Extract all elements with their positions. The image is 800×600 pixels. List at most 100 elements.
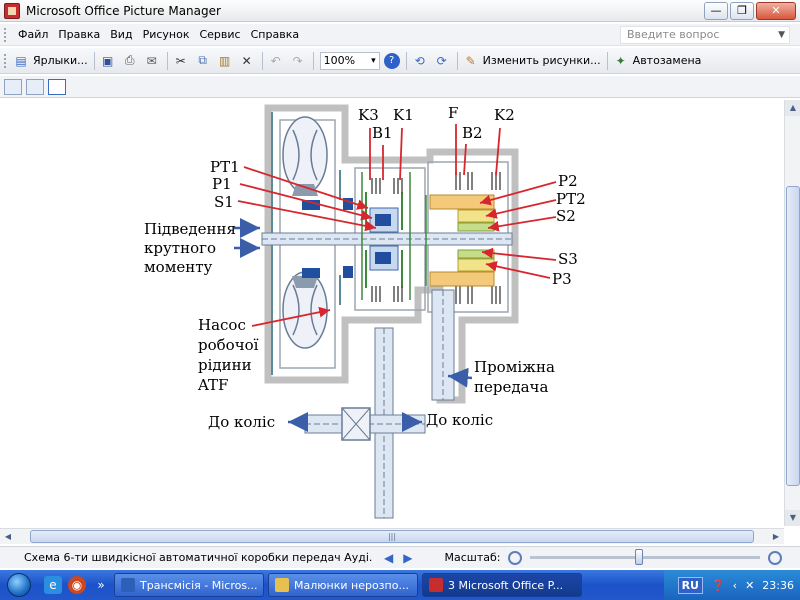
menu-picture[interactable]: Рисунок xyxy=(142,28,190,41)
label-b2: B2 xyxy=(462,124,483,142)
menu-tools[interactable]: Сервис xyxy=(199,28,241,41)
label-s3: S3 xyxy=(558,250,578,268)
toolbar-separator xyxy=(312,51,314,70)
edit-pictures-button[interactable]: Изменить рисунки... xyxy=(482,54,601,67)
close-button[interactable]: ✕ xyxy=(756,2,796,20)
edit-pictures-icon[interactable]: ✎ xyxy=(465,53,476,68)
task-button-picture-manager[interactable]: 3 Microsoft Office P... xyxy=(422,573,582,597)
label-intermediate-2: передача xyxy=(474,378,548,396)
save-icon[interactable]: ▣ xyxy=(101,53,114,68)
browser-icon[interactable]: ◉ xyxy=(68,576,86,594)
menu-edit[interactable]: Правка xyxy=(58,28,101,41)
language-indicator[interactable]: RU xyxy=(677,576,703,594)
thumbnail-view-icon[interactable] xyxy=(4,78,22,95)
filmstrip-view-icon[interactable] xyxy=(26,78,44,95)
horizontal-scroll-thumb[interactable]: ||| xyxy=(30,530,754,543)
picture-caption: Схема 6-ти швидкісної автоматичної короб… xyxy=(24,551,373,564)
label-pump-3: рідини xyxy=(198,356,252,374)
help-search-input[interactable]: Введите вопрос ▼ xyxy=(620,26,790,44)
help-icon[interactable]: ❓ xyxy=(710,578,725,592)
toolbar-separator xyxy=(261,51,263,70)
zoom-out-icon[interactable] xyxy=(508,550,523,565)
label-k3: K3 xyxy=(358,106,379,124)
picture-canvas: K3 B1 K1 F B2 K2 PT1 P1 S1 Підведення кр… xyxy=(0,100,784,526)
window-title: Microsoft Office Picture Manager xyxy=(26,3,221,18)
volume-icon[interactable]: ✕ xyxy=(745,578,755,592)
scroll-down-icon[interactable]: ▼ xyxy=(785,510,800,526)
label-b1: B1 xyxy=(372,124,393,142)
label-pump-1: Насос xyxy=(198,316,246,334)
scroll-left-icon[interactable]: ◀ xyxy=(4,532,12,541)
minimize-button[interactable]: — xyxy=(704,2,728,20)
toolbar-separator xyxy=(166,51,168,70)
word-document-icon xyxy=(121,578,135,592)
toolbar-grip[interactable] xyxy=(4,53,8,68)
maximize-button[interactable]: ❐ xyxy=(730,2,754,20)
task-button-folder[interactable]: Малюнки нерозпо... xyxy=(268,573,418,597)
housing-inner xyxy=(279,119,509,369)
toolbar-separator xyxy=(606,51,608,70)
clock[interactable]: 23:36 xyxy=(762,578,794,592)
menu-view[interactable]: Вид xyxy=(110,28,133,41)
horizontal-scrollbar[interactable]: ◀ ||| ▶ xyxy=(0,528,784,544)
label-wheels-right: До коліс xyxy=(426,411,493,429)
label-pt1: PT1 xyxy=(210,158,240,176)
input-shaft xyxy=(261,232,513,246)
zoom-in-icon[interactable] xyxy=(768,550,783,565)
label-input-1: Підведення xyxy=(144,220,236,238)
label-s1: S1 xyxy=(214,193,234,211)
picture-manager-icon xyxy=(4,2,20,19)
email-icon[interactable]: ✉ xyxy=(146,53,157,68)
help-icon[interactable]: ? xyxy=(383,52,400,69)
scroll-up-icon[interactable]: ▲ xyxy=(785,100,800,116)
delete-icon[interactable]: ✕ xyxy=(241,53,252,68)
print-icon[interactable]: ⎙ xyxy=(124,53,135,67)
label-f: F xyxy=(448,104,458,122)
label-input-2: крутного xyxy=(144,239,216,257)
menu-help[interactable]: Справка xyxy=(250,28,300,41)
zoom-slider[interactable] xyxy=(530,549,761,565)
single-picture-view-icon[interactable] xyxy=(48,78,66,95)
next-picture-icon[interactable]: ▶ xyxy=(403,550,413,565)
system-tray: RU ❓ ‹ ✕ 23:36 xyxy=(663,570,800,600)
zoom-select[interactable]: 100% xyxy=(319,51,380,70)
torque-converter xyxy=(271,112,353,375)
menu-file[interactable]: Файл xyxy=(18,28,49,41)
cut-icon[interactable]: ✂ xyxy=(175,53,186,68)
redo-icon[interactable]: ↷ xyxy=(292,53,303,68)
shortcuts-button[interactable]: Ярлыки... xyxy=(33,54,88,67)
internet-explorer-icon[interactable]: e xyxy=(44,576,62,594)
transmission-diagram: K3 B1 K1 F B2 K2 PT1 P1 S1 Підведення кр… xyxy=(144,104,586,519)
label-input-3: моменту xyxy=(144,258,213,276)
vertical-scrollbar[interactable]: ▲ ▼ xyxy=(784,100,800,526)
start-button[interactable] xyxy=(0,570,38,600)
undo-icon[interactable]: ↶ xyxy=(270,53,281,68)
zoom-slider-thumb[interactable] xyxy=(634,549,643,565)
windows-logo-icon xyxy=(7,573,31,597)
paste-icon[interactable]: ▥ xyxy=(218,53,231,68)
tray-expand-icon[interactable]: ‹ xyxy=(732,578,738,592)
output-drive xyxy=(304,289,455,519)
copy-icon[interactable]: ⧉ xyxy=(198,53,207,67)
picture-manager-icon xyxy=(429,578,443,592)
vertical-scroll-thumb[interactable] xyxy=(786,186,800,486)
status-bar: Схема 6-ти швидкісної автоматичної короб… xyxy=(0,546,800,568)
previous-picture-icon[interactable]: ◀ xyxy=(384,550,394,565)
standard-toolbar: ▤ Ярлыки... ▣ ⎙ ✉ ✂ ⧉ ▥ ✕ ↶ ↷ 100% ? ⟲ ⟳… xyxy=(0,48,800,74)
help-search-placeholder: Введите вопрос xyxy=(627,28,720,41)
toolbar-grip[interactable] xyxy=(4,27,8,42)
auto-correct-icon[interactable]: ✦ xyxy=(615,53,626,68)
chevron-down-icon[interactable]: ▼ xyxy=(778,30,785,40)
ravigneaux-gear-set xyxy=(425,194,495,287)
auto-correct-button[interactable]: Автозамена xyxy=(632,54,702,67)
rotate-left-icon[interactable]: ⟲ xyxy=(414,53,425,68)
task-label: 3 Microsoft Office P... xyxy=(448,578,564,592)
title-bar: Microsoft Office Picture Manager — ❐ ✕ xyxy=(0,0,800,22)
label-p3: P3 xyxy=(552,270,572,288)
rotate-right-icon[interactable]: ⟳ xyxy=(436,53,447,68)
label-k1: K1 xyxy=(393,106,414,124)
quick-launch-expand-icon[interactable]: » xyxy=(97,578,105,592)
task-button-word[interactable]: Трансмісія - Micros... xyxy=(114,573,264,597)
scroll-right-icon[interactable]: ▶ xyxy=(772,532,780,541)
shortcuts-icon[interactable]: ▤ xyxy=(15,53,27,68)
